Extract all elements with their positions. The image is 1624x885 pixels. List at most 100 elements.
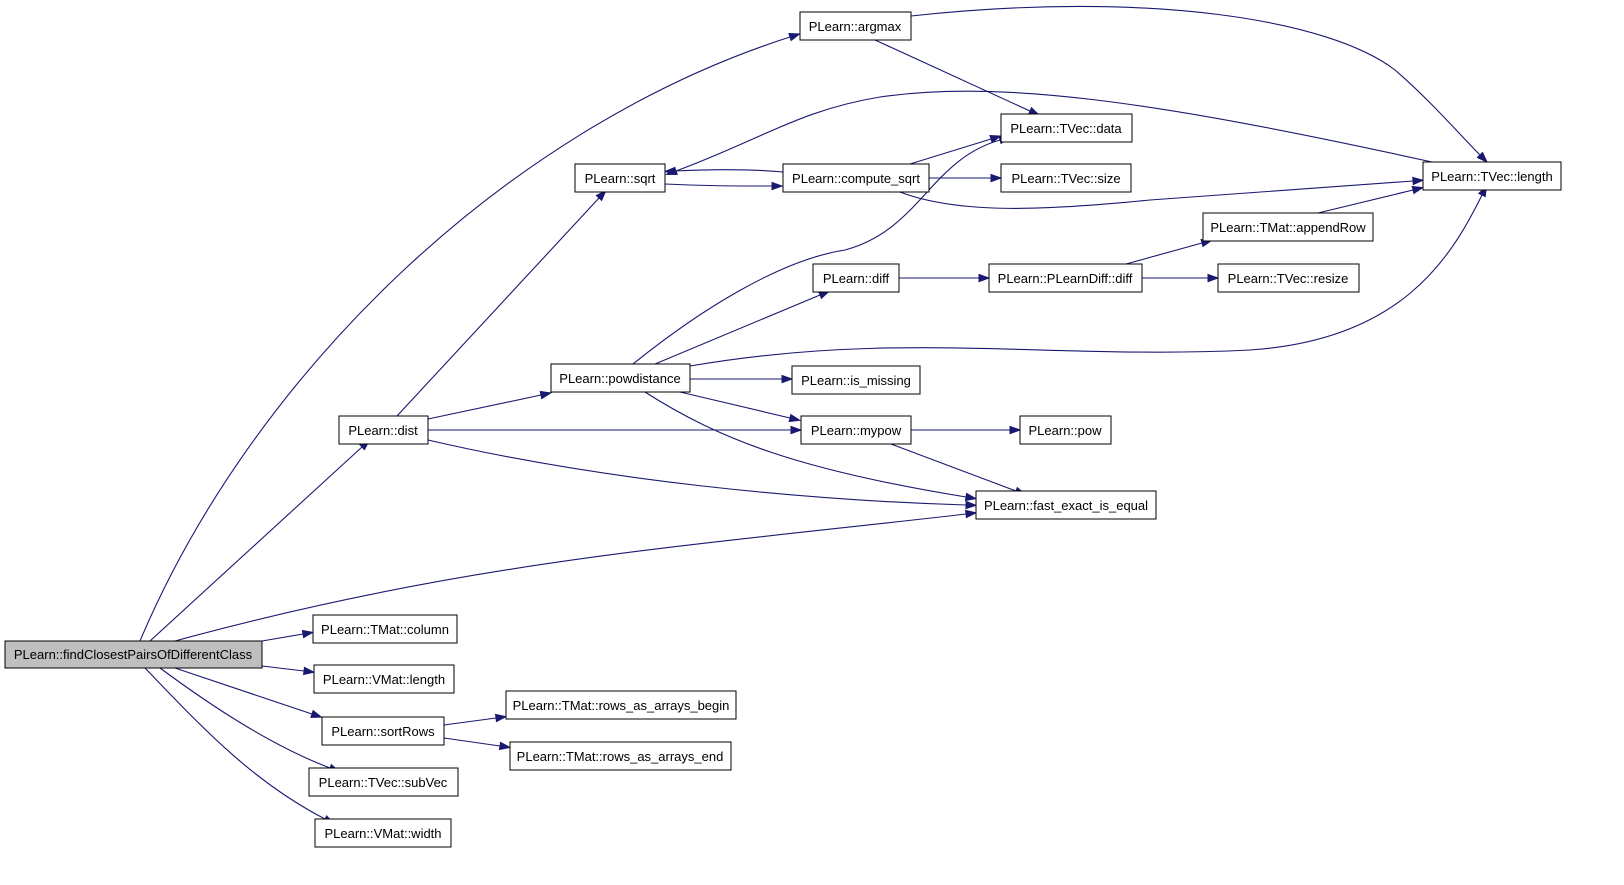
node-tmat-column[interactable]: PLearn::TMat::column: [312, 614, 458, 644]
node-tvec-size[interactable]: PLearn::TVec::size: [1000, 163, 1132, 193]
arrowhead: [978, 273, 991, 283]
edge-line: [396, 197, 600, 417]
svg-text:PLearn::diff: PLearn::diff: [823, 271, 890, 286]
edge-root-to-tmat-column: [261, 629, 315, 642]
node-findclosestpairsofdifferentclass[interactable]: PLearn::findClosestPairsOfDifferentClass: [4, 640, 263, 669]
edge-sortrows-to-rows-begin: [443, 713, 508, 726]
node-sortrows[interactable]: PLearn::sortRows: [321, 716, 445, 746]
arrowhead: [498, 741, 512, 751]
edge-line: [1317, 189, 1414, 214]
node-vmat-width[interactable]: PLearn::VMat::width: [314, 818, 452, 848]
svg-text:PLearn::VMat::width: PLearn::VMat::width: [324, 826, 441, 841]
edge-line: [899, 180, 1414, 209]
node-tvec-resize[interactable]: PLearn::TVec::resize: [1217, 263, 1360, 293]
svg-text:PLearn::compute_sqrt: PLearn::compute_sqrt: [792, 171, 920, 186]
node-rows-as-arrays-begin[interactable]: PLearn::TMat::rows_as_arrays_begin: [505, 690, 737, 720]
edge-line: [632, 139, 1001, 365]
edge-line: [149, 446, 363, 642]
edge-line: [674, 169, 784, 173]
edge-line: [443, 717, 497, 726]
edge-line: [261, 665, 305, 672]
svg-text:PLearn::sortRows: PLearn::sortRows: [331, 724, 435, 739]
arrowhead: [539, 390, 553, 400]
arrowhead: [965, 500, 978, 510]
arrowhead: [771, 181, 784, 191]
edge-compute-sqrt-to-tvec-data: [909, 135, 1002, 165]
node-vmat-length[interactable]: PLearn::VMat::length: [313, 664, 455, 694]
svg-text:PLearn::powdistance: PLearn::powdistance: [559, 371, 680, 386]
arrowhead: [989, 135, 1002, 144]
svg-text:PLearn::TVec::length: PLearn::TVec::length: [1431, 169, 1552, 184]
edge-line: [159, 667, 331, 769]
arrowhead: [790, 425, 803, 435]
edge-dist-to-sqrt: [396, 189, 607, 417]
node-plearndiff-diff[interactable]: PLearn::PLearnDiff::diff: [988, 263, 1143, 293]
edge-root-to-vmat-width: [144, 667, 336, 825]
arrowhead: [788, 413, 802, 423]
edge-plearndiff-diff-to-tvec-resize: [1142, 273, 1220, 283]
node-sqrt[interactable]: PLearn::sqrt: [574, 163, 666, 193]
arrowhead: [965, 509, 978, 519]
svg-text:PLearn::dist: PLearn::dist: [348, 423, 418, 438]
edge-line: [427, 439, 967, 506]
arrowhead: [494, 713, 508, 723]
node-dist[interactable]: PLearn::dist: [338, 415, 429, 445]
edge-tmat-appendrow-to-tvec-length: [1317, 185, 1425, 214]
svg-text:PLearn::argmax: PLearn::argmax: [809, 19, 902, 34]
edge-compute-sqrt-to-tvec-length: [899, 176, 1425, 209]
svg-text:PLearn::is_missing: PLearn::is_missing: [801, 373, 911, 388]
edge-powdistance-to-mypow: [679, 391, 802, 423]
arrowhead: [1411, 185, 1425, 195]
svg-text:PLearn::findClosestPairsOfDiff: PLearn::findClosestPairsOfDifferentClass: [14, 647, 253, 662]
arrowhead: [595, 189, 607, 202]
node-tmat-appendrow[interactable]: PLearn::TMat::appendRow: [1202, 212, 1374, 242]
node-argmax[interactable]: PLearn::argmax: [799, 11, 912, 41]
node-tvec-subvec[interactable]: PLearn::TVec::subVec: [308, 767, 459, 797]
svg-text:PLearn::fast_exact_is_equal: PLearn::fast_exact_is_equal: [984, 498, 1148, 513]
node-is-missing[interactable]: PLearn::is_missing: [791, 365, 921, 395]
edge-powdistance-to-is-missing: [690, 374, 794, 384]
node-compute-sqrt[interactable]: PLearn::compute_sqrt: [782, 163, 930, 193]
node-rows-as-arrays-end[interactable]: PLearn::TMat::rows_as_arrays_end: [509, 741, 732, 771]
arrowhead: [788, 33, 801, 42]
node-diff[interactable]: PLearn::diff: [812, 263, 900, 293]
edge-line: [174, 667, 313, 715]
edge-root-to-argmax: [139, 33, 801, 642]
node-tvec-data[interactable]: PLearn::TVec::data: [1000, 113, 1133, 143]
node-tvec-length[interactable]: PLearn::TVec::length: [1422, 161, 1562, 191]
node-powdistance[interactable]: PLearn::powdistance: [550, 363, 691, 393]
arrowhead: [964, 492, 978, 502]
edge-line: [910, 5, 1481, 156]
call-graph-nodes: PLearn::findClosestPairsOfDifferentClass…: [4, 11, 1562, 848]
svg-text:PLearn::TMat::rows_as_arrays_e: PLearn::TMat::rows_as_arrays_end: [517, 749, 724, 764]
edge-line: [261, 633, 304, 642]
edge-dist-to-fast-exact-is-equal: [427, 439, 978, 510]
call-graph-edges: [139, 5, 1489, 825]
svg-text:PLearn::TVec::resize: PLearn::TVec::resize: [1228, 271, 1349, 286]
edge-compute-sqrt-to-tvec-size: [929, 173, 1003, 183]
node-mypow[interactable]: PLearn::mypow: [800, 415, 912, 445]
edge-line: [689, 194, 1483, 367]
edge-sqrt-to-compute-sqrt: [664, 181, 784, 191]
edge-root-to-dist: [149, 439, 371, 642]
arrowhead: [301, 629, 315, 639]
node-pow[interactable]: PLearn::pow: [1019, 415, 1112, 445]
svg-text:PLearn::sqrt: PLearn::sqrt: [585, 171, 656, 186]
svg-text:PLearn::VMat::length: PLearn::VMat::length: [323, 672, 445, 687]
svg-text:PLearn::TMat::rows_as_arrays_b: PLearn::TMat::rows_as_arrays_begin: [513, 698, 730, 713]
edge-line: [664, 183, 773, 187]
edge-line: [644, 391, 967, 498]
edge-tvec-length-to-sqrt: [665, 90, 1433, 175]
edge-line: [654, 294, 821, 365]
svg-text:PLearn::PLearnDiff::diff: PLearn::PLearnDiff::diff: [998, 271, 1133, 286]
svg-text:PLearn::TVec::size: PLearn::TVec::size: [1011, 171, 1120, 186]
arrowhead: [665, 166, 678, 175]
edge-dist-to-mypow: [428, 425, 803, 435]
arrowhead: [1476, 151, 1489, 164]
node-fast-exact-is-equal[interactable]: PLearn::fast_exact_is_equal: [975, 490, 1157, 520]
edge-powdistance-to-fast-exact-is-equal: [644, 391, 978, 502]
arrowhead: [1412, 176, 1425, 186]
edge-line: [443, 737, 501, 747]
arrowhead: [781, 374, 794, 384]
